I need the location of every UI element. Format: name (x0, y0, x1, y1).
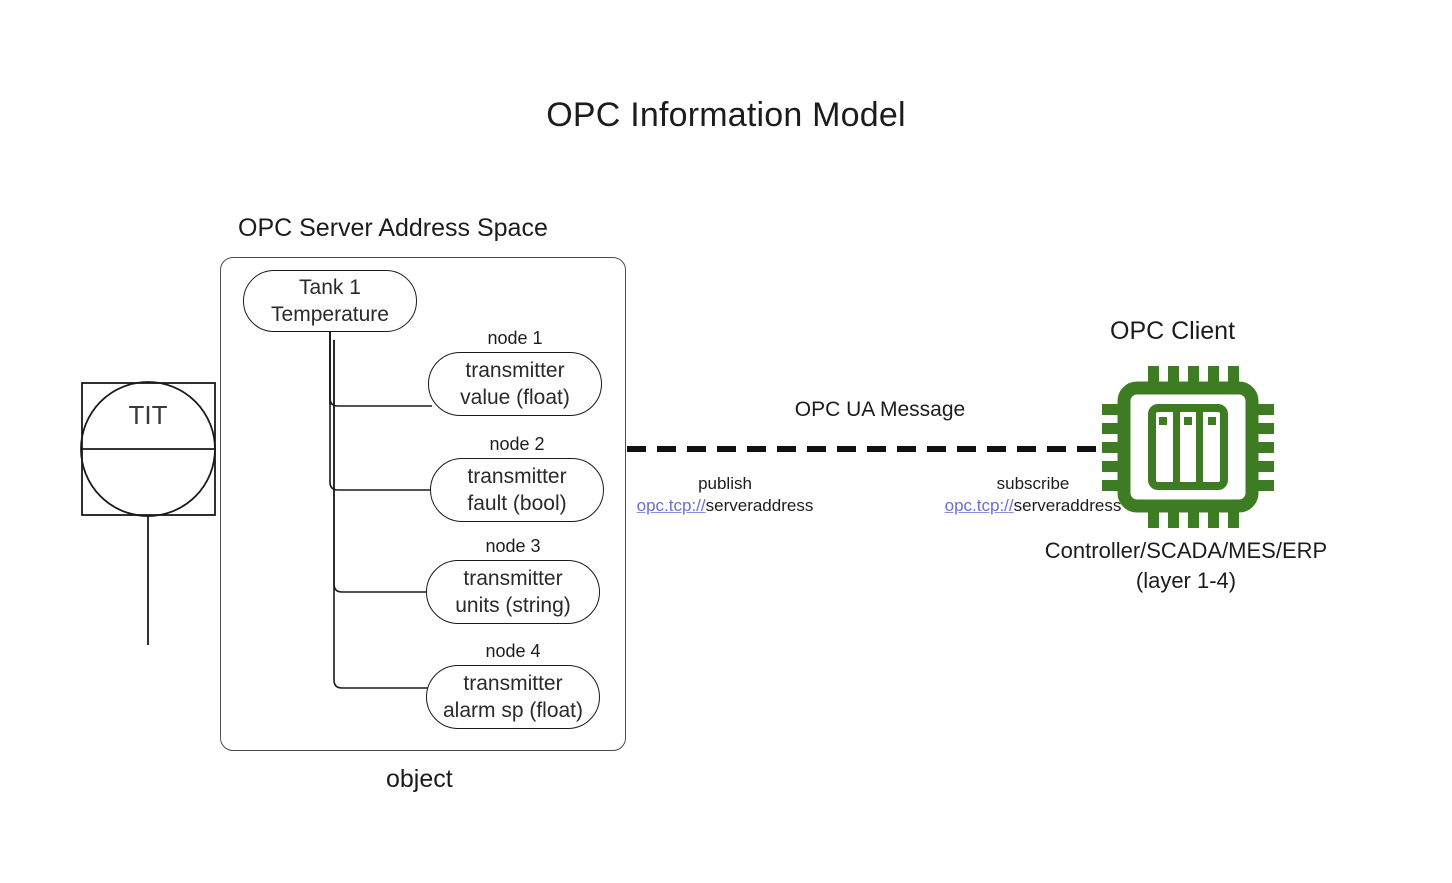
object-node-line1: Tank 1 (299, 276, 361, 299)
chip-die-outline (1148, 404, 1228, 490)
subscribe-role-label: subscribe (996, 474, 1070, 493)
subscribe-uri: opc.tcp://serveraddress (908, 495, 1158, 517)
subscribe-endpoint: subscribe opc.tcp://serveraddress (908, 473, 1158, 517)
instrument-tag-label: TIT (128, 400, 168, 430)
node-3-line1: transmitter (463, 567, 563, 590)
chip-body (1117, 381, 1259, 513)
diagram-title: OPC Information Model (546, 96, 906, 134)
node-1-caption: node 1 (487, 328, 543, 348)
publish-endpoint: publish opc.tcp://serveraddress (600, 473, 850, 517)
address-space-title: OPC Server Address Space (238, 214, 548, 242)
cpu-chip-icon (1102, 366, 1274, 528)
node-4-line1: transmitter (463, 672, 563, 695)
subscribe-uri-scheme[interactable]: opc.tcp:// (944, 496, 1014, 515)
node-3-line2: units (string) (455, 594, 571, 617)
object-node-line2: Temperature (271, 303, 389, 326)
node-2[interactable]: transmitter fault (bool) (430, 458, 604, 522)
opc-client-caption: Controller/SCADA/MES/ERP (layer 1-4) (1000, 536, 1372, 596)
address-space-object-caption: object (386, 765, 453, 793)
node-4-line2: alarm sp (float) (442, 699, 584, 722)
node-1-line1: transmitter (465, 359, 565, 382)
node-4[interactable]: transmitter alarm sp (float) (426, 665, 600, 729)
publish-uri: opc.tcp://serveraddress (600, 495, 850, 517)
publish-uri-host: serveraddress (705, 496, 814, 515)
subscribe-uri-host: serveraddress (1013, 496, 1122, 515)
tit-instrument-symbol (80, 381, 216, 645)
node-1-line2: value (float) (460, 386, 570, 409)
opc-client-caption-line2: (layer 1-4) (1135, 568, 1237, 593)
opc-ua-message-label: OPC UA Message (794, 398, 966, 421)
publish-role-label: publish (698, 474, 752, 493)
object-node-tank-1-temperature[interactable]: Tank 1 Temperature (243, 270, 417, 332)
node-1[interactable]: transmitter value (float) (428, 352, 602, 416)
publish-uri-scheme[interactable]: opc.tcp:// (636, 496, 706, 515)
node-3-caption: node 3 (485, 536, 541, 556)
node-2-line2: fault (bool) (467, 492, 567, 515)
node-4-caption: node 4 (485, 641, 541, 661)
opc-ua-message-dashed-line (627, 446, 1116, 452)
node-3[interactable]: transmitter units (string) (426, 560, 600, 624)
node-2-line1: transmitter (467, 465, 567, 488)
opc-client-title: OPC Client (1110, 317, 1236, 345)
node-2-caption: node 2 (489, 434, 545, 454)
opc-client-caption-line1: Controller/SCADA/MES/ERP (1044, 538, 1328, 563)
